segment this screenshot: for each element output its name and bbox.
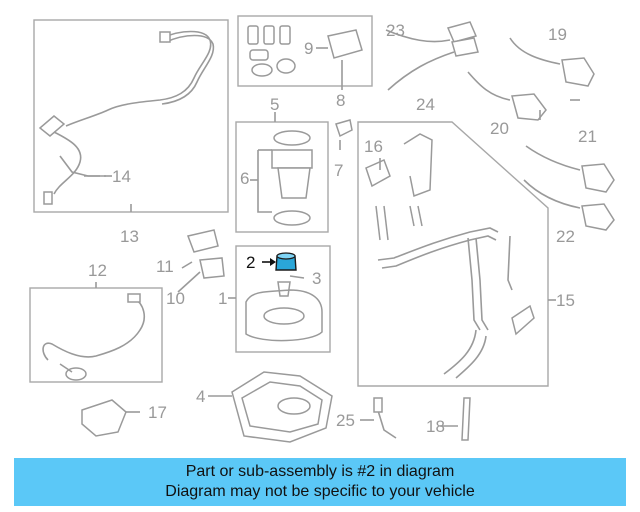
part-2-highlighted [262, 252, 297, 271]
callout-17: 17 [148, 403, 167, 422]
callout-14: 14 [112, 167, 131, 186]
callout-12: 12 [88, 261, 107, 280]
callout-10: 10 [166, 289, 185, 308]
group-misc-parts [81, 119, 471, 441]
callout-19: 19 [548, 25, 567, 44]
group-12-wiring [29, 287, 163, 383]
group-1-tank-assembly [228, 245, 331, 353]
banner-line-1: Part or sub-assembly is #2 in diagram [185, 463, 455, 480]
callout-4: 4 [196, 387, 205, 406]
callout-6: 6 [240, 169, 249, 188]
callout-1: 1 [218, 289, 227, 308]
callout-9: 9 [304, 39, 313, 58]
callout-16: 16 [364, 137, 383, 156]
group-15-hoses [357, 121, 556, 387]
callout-21: 21 [578, 127, 597, 146]
group-6-pump-module [235, 121, 329, 233]
group-4-tank-pan [208, 371, 333, 443]
callout-13: 13 [120, 227, 139, 246]
callout-24: 24 [416, 95, 435, 114]
callout-23: 23 [386, 21, 405, 40]
notice-banner: Part or sub-assembly is #2 in diagram Di… [14, 458, 626, 506]
callout-3: 3 [312, 269, 321, 288]
callout-25: 25 [336, 411, 355, 430]
banner-line-2: Diagram may not be specific to your vehi… [165, 483, 475, 500]
callout-18: 18 [426, 417, 445, 436]
callout-2: 2 [246, 253, 255, 272]
group-9-hardware [237, 15, 373, 87]
group-13-fuel-line [33, 19, 229, 213]
callout-5: 5 [270, 95, 279, 114]
leader-lines [84, 60, 580, 427]
callout-20: 20 [490, 119, 509, 138]
group-sensors [385, 21, 615, 231]
callout-22: 22 [556, 227, 575, 246]
callout-11: 11 [156, 257, 174, 276]
callout-labels: 1 2 3 4 5 6 7 8 9 10 11 12 13 14 15 16 1… [88, 21, 597, 436]
callout-8: 8 [336, 91, 345, 110]
callout-7: 7 [334, 161, 343, 180]
callout-15: 15 [556, 291, 575, 310]
